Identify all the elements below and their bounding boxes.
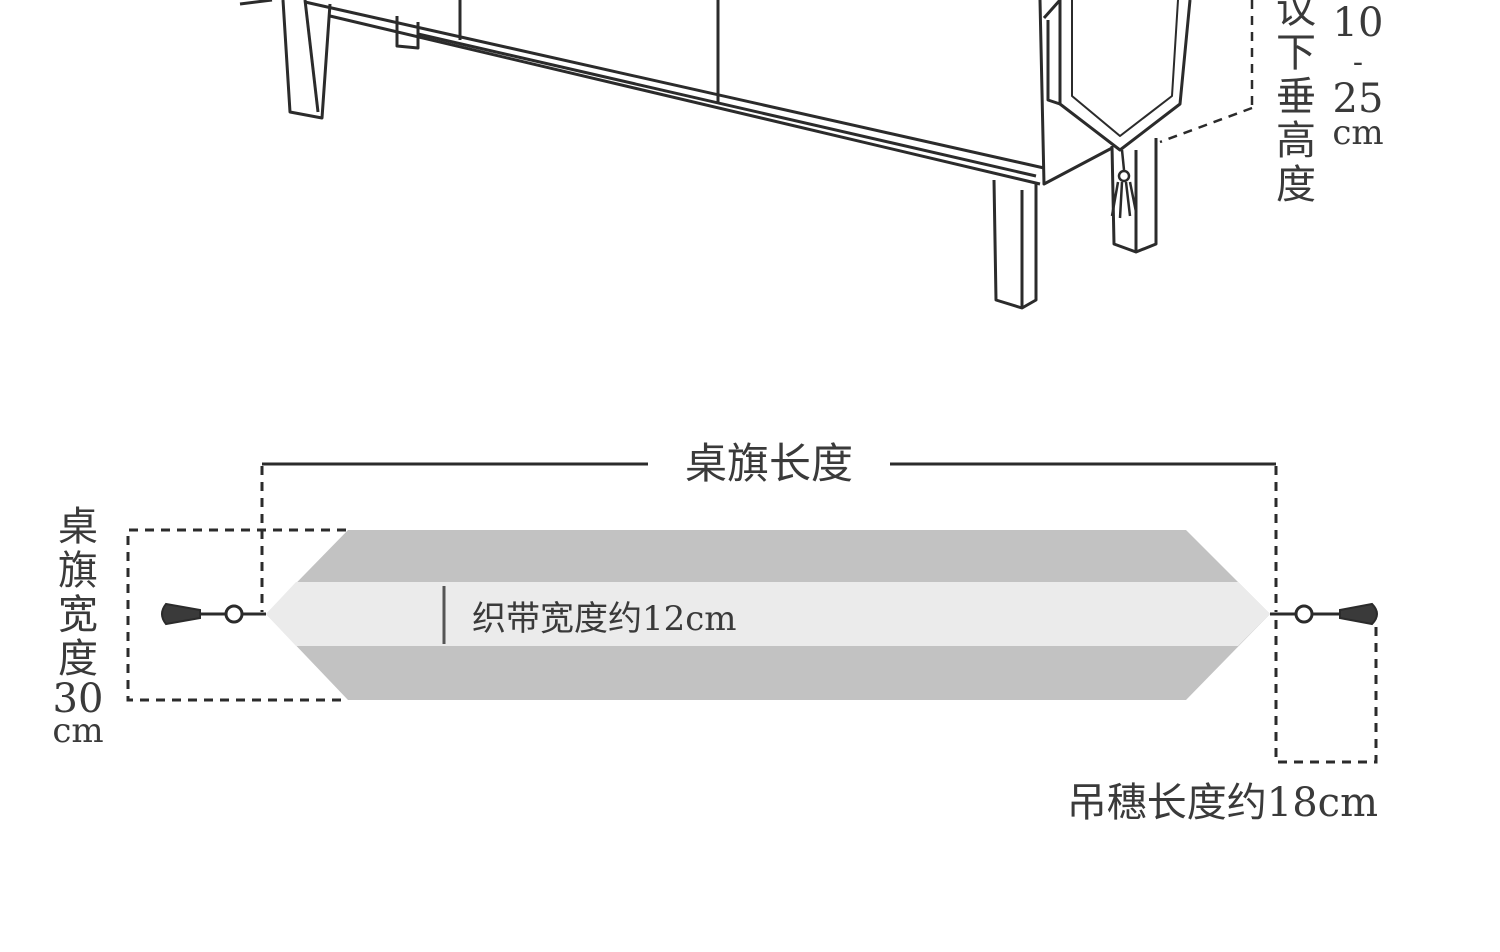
cabinet-right-back-leg xyxy=(1110,138,1158,254)
drop-height-char-2: 下 xyxy=(1276,30,1316,76)
runner-width-unit: cm xyxy=(52,711,103,751)
runner-drape-outer xyxy=(1042,0,1062,19)
table-runner: 织带宽度约12cm xyxy=(266,530,1270,700)
drop-height-char-1: 议 xyxy=(1276,0,1316,32)
cabinet-front-rail-bottom xyxy=(329,14,1041,186)
ribbon-width-label: 织带宽度约12cm xyxy=(472,599,737,639)
left-tassel-ring xyxy=(224,604,244,624)
left-tassel-body xyxy=(161,602,201,626)
drop-height-range-from: 10 xyxy=(1333,0,1384,46)
runner-width-char-4: 度 xyxy=(58,636,98,682)
tassel-length-label: 吊穗长度约18cm xyxy=(1067,780,1378,826)
runner-width-label: 桌 旗 宽 度 30 cm xyxy=(52,504,103,751)
runner-drape-end xyxy=(1042,0,1192,152)
drape-tassel xyxy=(1110,149,1138,219)
drop-height-char-3: 垂 xyxy=(1276,74,1316,120)
runner-width-char-3: 宽 xyxy=(58,592,98,638)
drop-height-guide-diagonal xyxy=(1159,106,1253,144)
tv-cabinet-illustration xyxy=(239,0,1158,310)
runner-length-dimension xyxy=(260,462,1278,612)
right-tassel-body xyxy=(1339,602,1378,626)
drop-height-unit: cm xyxy=(1332,113,1383,153)
runner-width-char-1: 桌 xyxy=(58,504,98,550)
right-tassel xyxy=(1270,602,1378,626)
drop-height-range-sep: - xyxy=(1353,45,1363,80)
runner-drape-side xyxy=(1058,0,1192,152)
tassel-length-bracket xyxy=(1274,620,1378,764)
cabinet-right-panel xyxy=(1038,0,1113,186)
drop-height-char-5: 度 xyxy=(1276,162,1316,208)
cabinet-front-rail-top xyxy=(304,0,1045,170)
cabinet-drawer-pull xyxy=(395,16,420,50)
runner-drape-inner xyxy=(1071,0,1179,137)
runner-center-ribbon xyxy=(266,582,1270,646)
cabinet-front-rail-inner xyxy=(417,32,1037,178)
runner-width-char-2: 旗 xyxy=(58,548,98,594)
runner-width-value: 30 xyxy=(53,676,104,722)
runner-width-bracket xyxy=(126,528,346,702)
drop-height-char-4: 高 xyxy=(1276,118,1316,164)
left-tassel xyxy=(161,602,266,626)
drop-height-label: 议 下 垂 高 度 10 - 25 cm xyxy=(1276,0,1384,208)
cabinet-left-back-leg xyxy=(281,0,332,120)
cabinet-top-left-corner xyxy=(239,0,273,6)
cabinet-left-back-leg-inner xyxy=(303,0,320,113)
right-tassel-ring xyxy=(1294,604,1314,624)
cabinet-right-front-leg xyxy=(992,179,1038,310)
drop-height-range-to: 25 xyxy=(1333,76,1384,122)
drop-height-guide xyxy=(1159,0,1254,144)
runner-length-label: 桌旗长度 xyxy=(685,439,853,488)
runner-drape-edge xyxy=(1046,20,1061,106)
